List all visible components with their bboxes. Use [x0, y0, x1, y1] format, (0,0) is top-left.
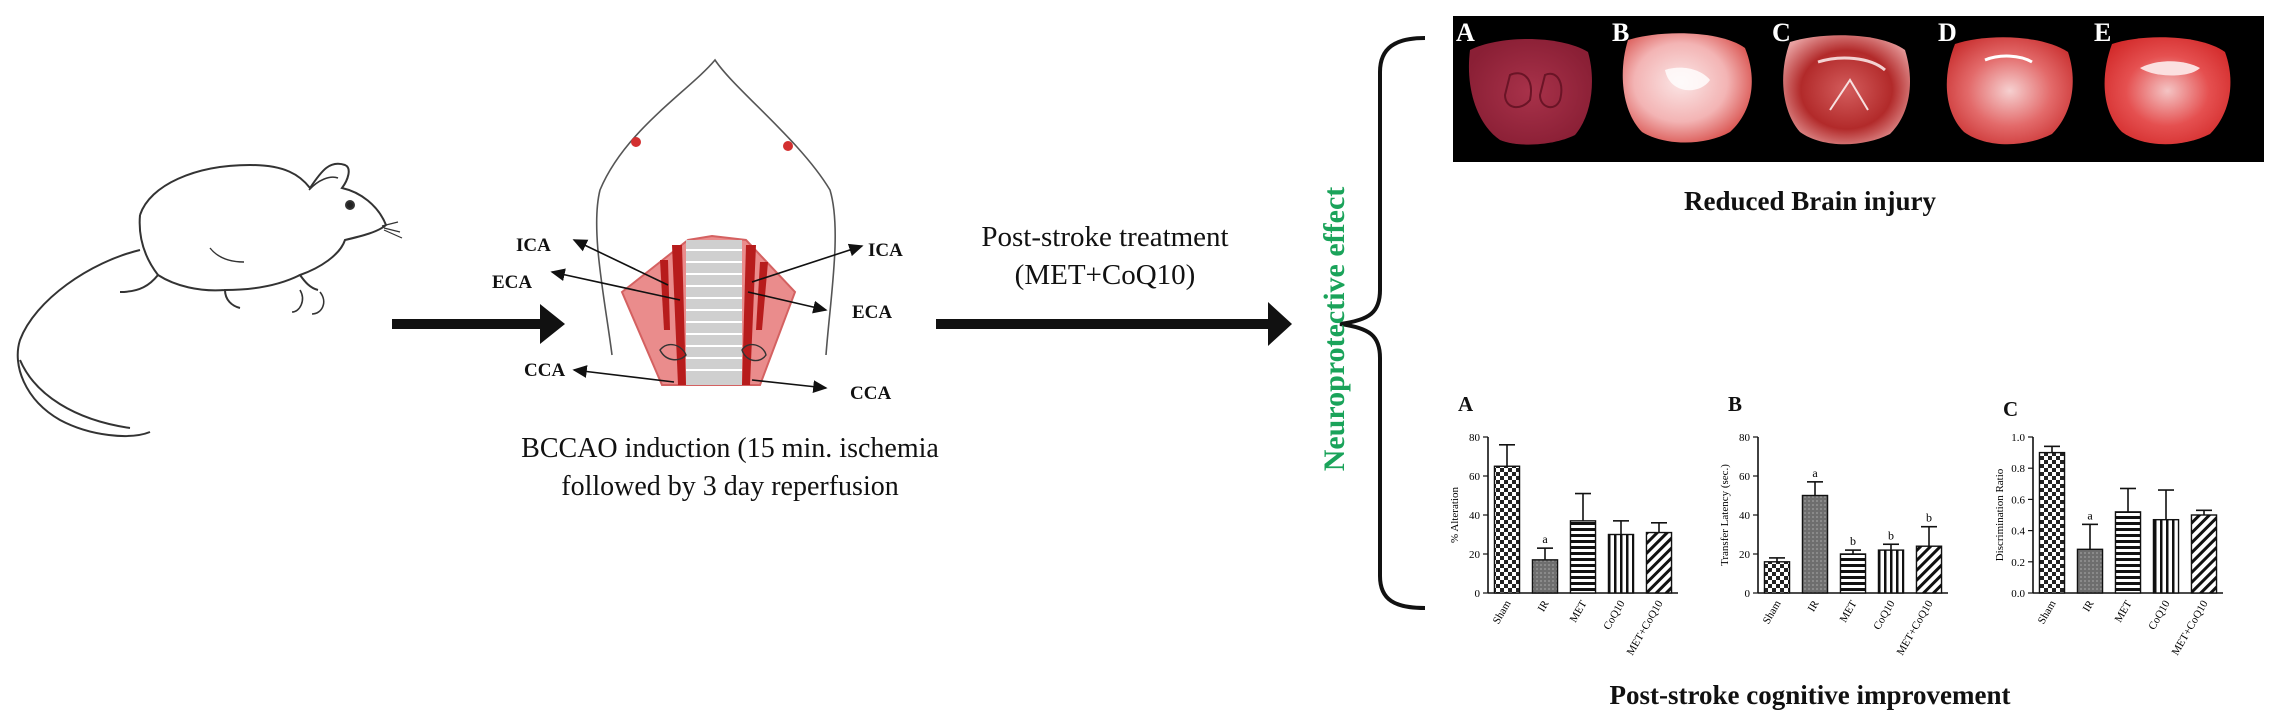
artery-label-ica-right: ICA [868, 240, 903, 261]
chart-letter-c: C [2003, 397, 2019, 421]
chart-letter-a: A [1458, 392, 1474, 416]
artery-label-cca-right: CCA [850, 383, 892, 404]
y-tick-label: 40 [1739, 510, 1751, 522]
significance-label: b [1888, 528, 1894, 542]
bar [1877, 549, 1905, 594]
rat-illustration [16, 162, 403, 437]
bar [2152, 518, 2180, 594]
brain-section-e [2104, 37, 2231, 145]
significance-label: b [1850, 534, 1856, 548]
bar [1763, 561, 1791, 594]
y-axis-label: Transfer Latency (sec.) [1719, 464, 1731, 566]
procedure-caption: BCCAO induction (15 min. ischemia follow… [460, 430, 1000, 506]
brain-section-b [1622, 33, 1752, 143]
brain-section-a [1468, 38, 1592, 145]
incision-mark-right [783, 141, 793, 151]
treatment-line1: Post-stroke treatment [981, 221, 1229, 253]
y-tick-label: 0.8 [2011, 463, 2025, 475]
category-label: MET [2113, 598, 2135, 624]
significance-label: a [1812, 466, 1818, 480]
y-tick-label: 0.0 [2011, 588, 2025, 600]
significance-label: b [1926, 511, 1932, 525]
brain-letter-a: A [1456, 18, 1475, 47]
artery-label-eca-right: ECA [852, 302, 893, 323]
brain-letter-d: D [1938, 18, 1957, 47]
y-tick-label: 0 [1745, 588, 1751, 600]
arrow-rat-to-procedure [392, 304, 565, 344]
y-tick-label: 0.6 [2011, 494, 2025, 506]
category-label: MET+CoQ10 [1895, 598, 1936, 657]
category-label: IR [2081, 598, 2097, 614]
y-axis-label: % Alteration [1449, 487, 1461, 543]
category-label: IR [1536, 598, 1552, 614]
bar [1645, 531, 1673, 594]
y-tick-label: 80 [1469, 432, 1481, 444]
brain-letter-c: C [1772, 18, 1791, 47]
y-tick-label: 0 [1475, 588, 1481, 600]
category-label: Sham [2036, 598, 2059, 626]
y-tick-label: 20 [1469, 549, 1481, 561]
category-label: IR [1806, 598, 1822, 614]
curly-brace [1339, 36, 1426, 610]
artery-label-eca-left: ECA [492, 272, 533, 293]
bar [2038, 451, 2066, 594]
bar [1569, 520, 1597, 594]
y-tick-label: 1.0 [2011, 432, 2025, 444]
artery-label-cca-left: CCA [524, 360, 566, 381]
y-tick-label: 0.4 [2011, 526, 2025, 538]
cognitive-title: Post-stroke cognitive improvement [1609, 680, 2011, 710]
neuroprotective-effect-label: Neuroprotective effect [1318, 186, 1351, 472]
procedure-caption-line2: followed by 3 day reperfusion [561, 471, 899, 502]
y-tick-label: 80 [1739, 432, 1751, 444]
surgical-field [620, 234, 797, 386]
y-tick-label: 60 [1739, 471, 1751, 483]
bar [1607, 533, 1635, 594]
incision-mark-left [631, 137, 641, 147]
category-label: Sham [1491, 598, 1514, 626]
bar [1801, 494, 1829, 594]
artery-pointer-lines [550, 239, 864, 393]
category-label: CoQ10 [1871, 598, 1898, 632]
bar [1493, 465, 1521, 594]
bar [1531, 559, 1559, 594]
y-tick-label: 0.2 [2011, 557, 2025, 569]
y-tick-label: 20 [1739, 549, 1751, 561]
brain-letter-e: E [2094, 18, 2112, 47]
bar [1915, 545, 1943, 594]
category-label: Sham [1761, 598, 1784, 626]
bar [1839, 553, 1867, 594]
category-label: MET+CoQ10 [1625, 598, 1666, 657]
brain-section-c [1783, 35, 1910, 145]
category-label: MET [1568, 598, 1590, 624]
y-axis-label: Discrimination Ratio [1994, 468, 2006, 561]
y-tick-label: 40 [1469, 510, 1481, 522]
bar [2190, 514, 2218, 594]
bar [2114, 511, 2142, 594]
bar [2076, 548, 2104, 594]
category-label: MET [1838, 598, 1860, 624]
category-label: MET+CoQ10 [2170, 598, 2211, 657]
arrow-treatment-to-effect [936, 302, 1292, 346]
treatment-caption: Post-stroke treatment (MET+CoQ10) [920, 218, 1290, 294]
significance-label: a [2087, 508, 2093, 522]
artery-label-ica-left: ICA [516, 235, 551, 256]
brain-panel-title: Reduced Brain injury [1683, 186, 1937, 216]
significance-label: a [1542, 532, 1548, 546]
category-label: CoQ10 [2146, 598, 2173, 632]
procedure-caption-line1: BCCAO induction (15 min. ischemia [521, 433, 939, 464]
brain-letter-b: B [1612, 18, 1630, 47]
category-label: CoQ10 [1601, 598, 1628, 632]
treatment-line2: (MET+CoQ10) [1014, 259, 1196, 291]
brain-section-d [1946, 37, 2073, 145]
chart-letter-b: B [1728, 392, 1743, 416]
neck-outline [595, 58, 836, 356]
y-tick-label: 60 [1469, 471, 1481, 483]
